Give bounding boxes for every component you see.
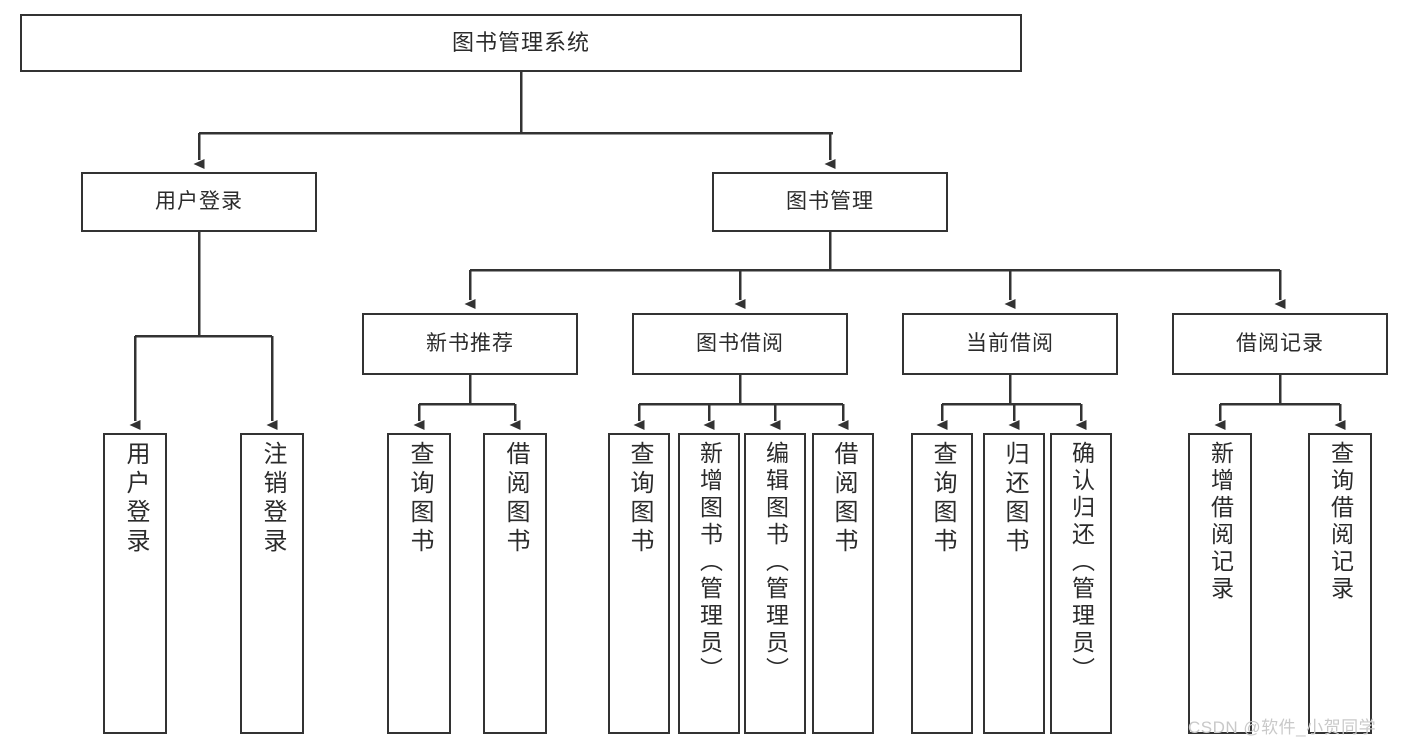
node-leaf-query-book-2-label: 查询图书 [626, 441, 653, 557]
node-borrow-records-label: 借阅记录 [1236, 331, 1324, 355]
node-leaf-query-book-1[interactable]: 查询图书 [387, 433, 451, 734]
node-user-login[interactable]: 用户登录 [81, 172, 317, 232]
csdn-watermark: CSDN @软件_小贺同学 [1188, 718, 1377, 737]
node-leaf-borrow-book-1-label: 借阅图书 [502, 441, 529, 557]
node-leaf-query-book-1-label: 查询图书 [406, 441, 433, 557]
node-leaf-return-book[interactable]: 归还图书 [983, 433, 1045, 734]
node-book-borrow-label: 图书借阅 [696, 331, 784, 355]
node-leaf-logout[interactable]: 注销登录 [240, 433, 304, 734]
node-leaf-query-borrow-record-label: 查询借阅记录 [1327, 441, 1354, 603]
node-leaf-query-book-3[interactable]: 查询图书 [911, 433, 973, 734]
node-user-login-label: 用户登录 [155, 189, 243, 213]
node-leaf-add-borrow-record-label: 新增借阅记录 [1207, 441, 1234, 603]
node-borrow-records[interactable]: 借阅记录 [1172, 313, 1388, 375]
node-leaf-query-borrow-record[interactable]: 查询借阅记录 [1308, 433, 1372, 734]
node-leaf-logout-label: 注销登录 [259, 441, 286, 557]
node-current-borrow[interactable]: 当前借阅 [902, 313, 1118, 375]
node-leaf-edit-book-admin[interactable]: 编辑图书（管理员） [744, 433, 806, 734]
node-leaf-user-login-label: 用户登录 [122, 441, 149, 557]
node-leaf-confirm-return-admin[interactable]: 确认归还（管理员） [1050, 433, 1112, 734]
node-new-book-recommend[interactable]: 新书推荐 [362, 313, 578, 375]
node-leaf-user-login[interactable]: 用户登录 [103, 433, 167, 734]
node-leaf-add-book-admin-label: 新增图书（管理员） [696, 441, 723, 684]
node-leaf-borrow-book-2-label: 借阅图书 [830, 441, 857, 557]
node-root[interactable]: 图书管理系统 [20, 14, 1022, 72]
node-leaf-add-book-admin[interactable]: 新增图书（管理员） [678, 433, 740, 734]
node-book-management[interactable]: 图书管理 [712, 172, 948, 232]
node-book-borrow[interactable]: 图书借阅 [632, 313, 848, 375]
node-leaf-return-book-label: 归还图书 [1001, 441, 1028, 557]
node-book-management-label: 图书管理 [786, 189, 874, 213]
node-root-label: 图书管理系统 [451, 30, 590, 56]
node-leaf-add-borrow-record[interactable]: 新增借阅记录 [1188, 433, 1252, 734]
node-new-book-recommend-label: 新书推荐 [426, 331, 514, 355]
node-leaf-borrow-book-2[interactable]: 借阅图书 [812, 433, 874, 734]
node-leaf-borrow-book-1[interactable]: 借阅图书 [483, 433, 547, 734]
node-leaf-confirm-return-admin-label: 确认归还（管理员） [1068, 441, 1095, 684]
node-leaf-query-book-2[interactable]: 查询图书 [608, 433, 670, 734]
node-current-borrow-label: 当前借阅 [966, 331, 1054, 355]
node-leaf-edit-book-admin-label: 编辑图书（管理员） [762, 441, 789, 684]
node-leaf-query-book-3-label: 查询图书 [929, 441, 956, 557]
